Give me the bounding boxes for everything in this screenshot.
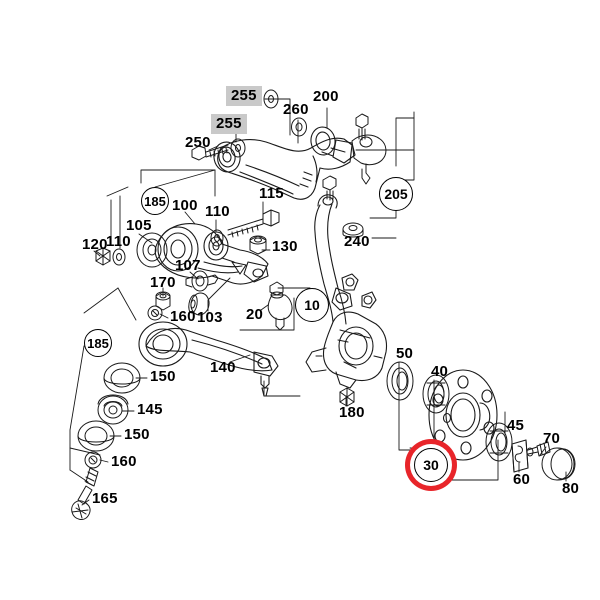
part-145-bushing (97, 394, 129, 425)
part-30-wheel-hub (428, 369, 498, 461)
part-240-nut (342, 222, 364, 238)
part-255-upper-washer (263, 89, 279, 109)
callout-185-upper[interactable]: 185 (141, 187, 169, 215)
part-130-nut (249, 235, 267, 255)
part-label-150-lower: 150 (124, 426, 150, 443)
lower-control-arm-100 (154, 223, 269, 285)
part-110-washer-left (112, 248, 126, 266)
part-label-80: 80 (562, 480, 580, 497)
part-label-170: 170 (150, 274, 176, 291)
part-label-107: 107 (175, 257, 201, 274)
callout-10-steering-knuckle[interactable]: 10 (295, 288, 329, 322)
callout-205[interactable]: 205 (379, 177, 413, 211)
part-140-control-arm (138, 321, 279, 397)
part-label-200: 200 (313, 88, 339, 105)
part-label-180: 180 (339, 404, 365, 421)
part-label-20: 20 (246, 306, 264, 323)
part-20-ball-joint (267, 281, 293, 331)
part-label-150-upper: 150 (150, 368, 176, 385)
part-180-nut (339, 387, 355, 407)
part-115-bolt (227, 209, 280, 238)
part-70-screw (526, 441, 551, 457)
callout-185-lower[interactable]: 185 (84, 329, 112, 357)
part-150-upper-bearing (103, 362, 141, 394)
part-label-255-upper: 255 (226, 86, 262, 106)
part-label-120: 120 (82, 236, 108, 253)
part-label-60: 60 (513, 471, 531, 488)
upper-control-arm (213, 126, 356, 200)
part-label-70: 70 (543, 430, 561, 447)
part-label-260: 260 (283, 101, 309, 118)
steering-knuckle-10 (305, 194, 388, 389)
part-160-washer-upper (147, 305, 163, 321)
part-260-bushing (291, 117, 307, 137)
part-label-160-upper: 160 (170, 308, 196, 325)
part-120-nut (95, 247, 111, 266)
part-label-140: 140 (210, 359, 236, 376)
part-103-bushing (188, 292, 210, 316)
part-label-240: 240 (344, 233, 370, 250)
part-label-110-left: 110 (106, 233, 131, 250)
part-80-dust-cap (541, 447, 576, 481)
part-label-130: 130 (272, 238, 298, 255)
part-label-115: 115 (259, 185, 284, 202)
part-110-washer-right (210, 229, 224, 247)
part-label-40: 40 (431, 363, 449, 380)
part-label-160-lower: 160 (111, 453, 137, 470)
part-label-250: 250 (185, 134, 211, 151)
part-170-nut (155, 291, 171, 311)
part-label-145: 145 (137, 401, 163, 418)
part-label-103: 103 (197, 309, 223, 326)
part-255-lower-washer (230, 138, 246, 158)
part-205-ball-joint (351, 134, 387, 185)
part-label-100: 100 (172, 197, 198, 214)
part-label-45: 45 (507, 417, 525, 434)
part-105-bushing (136, 232, 168, 268)
part-160-washer-lower (84, 451, 102, 469)
part-165-bolt (71, 467, 99, 520)
part-label-165: 165 (92, 490, 118, 507)
part-150-lower-bearing (77, 420, 115, 452)
part-label-255-lower: 255 (211, 114, 247, 134)
part-45-bearing (485, 422, 513, 462)
part-250-bolt (191, 144, 229, 161)
part-60-clip (511, 439, 529, 473)
part-label-110-right: 110 (205, 203, 230, 220)
part-50-seal (386, 361, 414, 401)
part-label-105: 105 (126, 217, 152, 234)
part-107-bushing (185, 270, 219, 292)
callout-30-wheel-hub-highlighted[interactable]: 30 (414, 448, 448, 482)
part-label-50: 50 (396, 345, 414, 362)
